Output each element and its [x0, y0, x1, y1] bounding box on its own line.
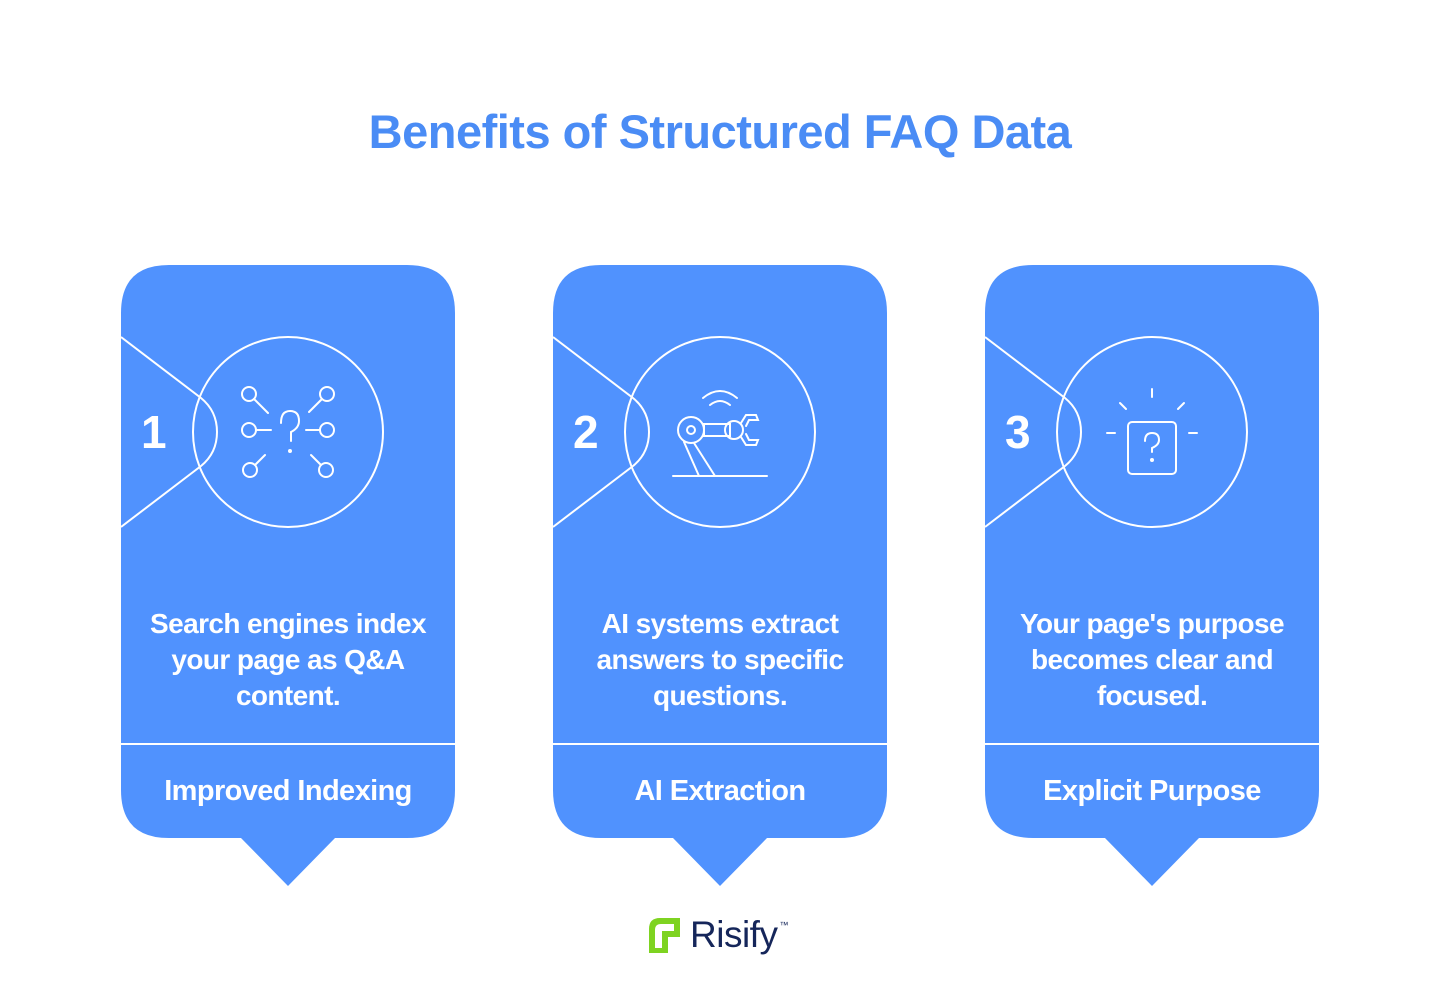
question-box-idea-icon — [1106, 388, 1198, 475]
card-number: 1 — [141, 406, 167, 458]
card-number: 2 — [573, 406, 599, 458]
risify-logo-icon — [649, 918, 680, 953]
card-background — [121, 265, 455, 886]
question-network-icon — [241, 386, 335, 478]
card-description: Your page's purpose becomes clear and fo… — [1020, 608, 1285, 711]
card-label: Explicit Purpose — [1043, 775, 1261, 807]
card-label: AI Extraction — [634, 775, 806, 807]
card-description: Search engines index your page as Q&A co… — [150, 608, 426, 711]
robotic-arm-icon — [672, 390, 768, 477]
logo-name: Risify — [690, 914, 778, 955]
card-number: 3 — [1005, 406, 1031, 458]
logo-trademark: ™ — [779, 920, 789, 930]
card-description: AI systems extract answers to specific q… — [596, 608, 845, 711]
benefit-card: 1 Search engines index your page as Q&A … — [121, 265, 455, 887]
risify-logo: Risify ™ — [646, 914, 788, 956]
card-background — [985, 265, 1319, 886]
benefit-card: 2 AI systems extract answers to specific… — [553, 265, 887, 887]
page-title: Benefits of Structured FAQ Data — [368, 105, 1072, 158]
benefit-card: 3 Your page's purpose becomes clear and … — [985, 265, 1319, 887]
card-background — [553, 265, 887, 886]
card-label: Improved Indexing — [164, 775, 412, 807]
